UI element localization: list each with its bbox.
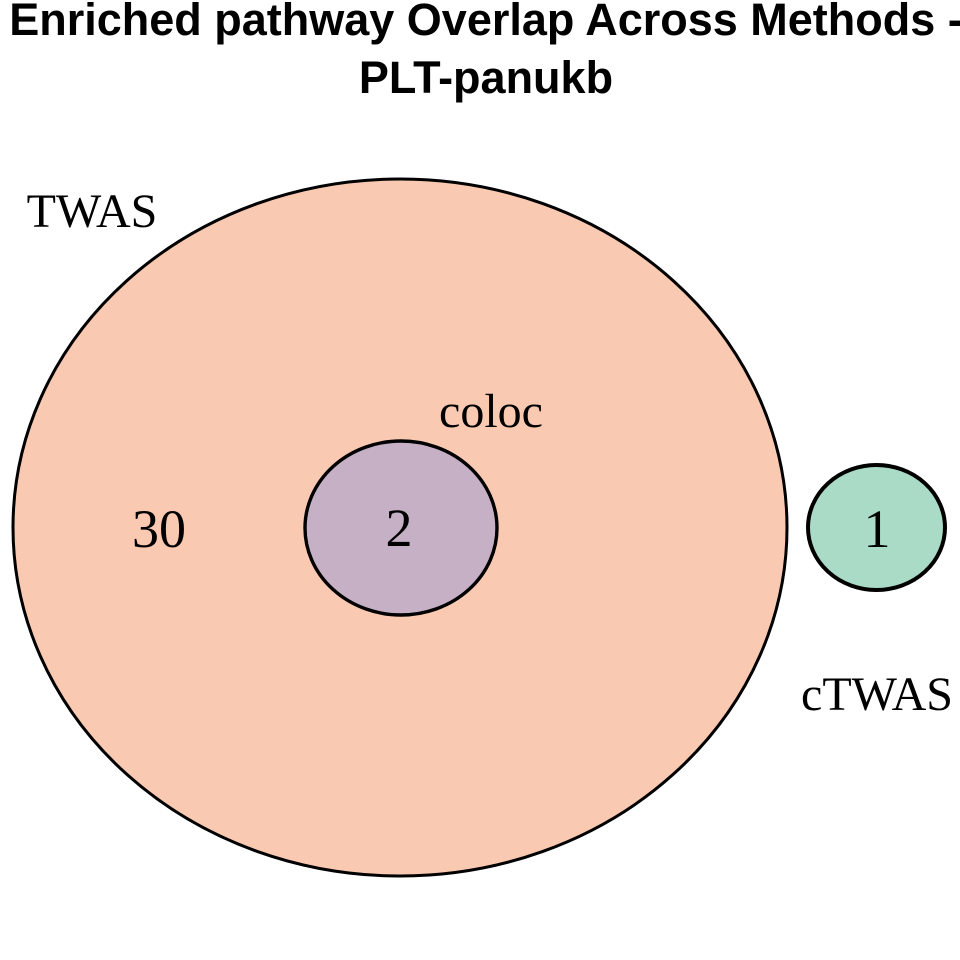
- coloc-set-label: coloc: [439, 385, 543, 438]
- coloc-set-circle: [303, 439, 499, 617]
- twas-coloc-overlap-count: 2: [386, 498, 413, 558]
- ctwas-set-label: cTWAS: [801, 668, 953, 721]
- twas-only-count: 30: [132, 499, 186, 559]
- ctwas-set-circle: [806, 463, 947, 592]
- chart-title-line1: Enriched pathway Overlap Across Methods …: [9, 0, 960, 45]
- chart-title-line2: PLT-panukb: [359, 52, 613, 103]
- twas-set-label: TWAS: [27, 185, 158, 238]
- ctwas-only-count: 1: [864, 499, 891, 559]
